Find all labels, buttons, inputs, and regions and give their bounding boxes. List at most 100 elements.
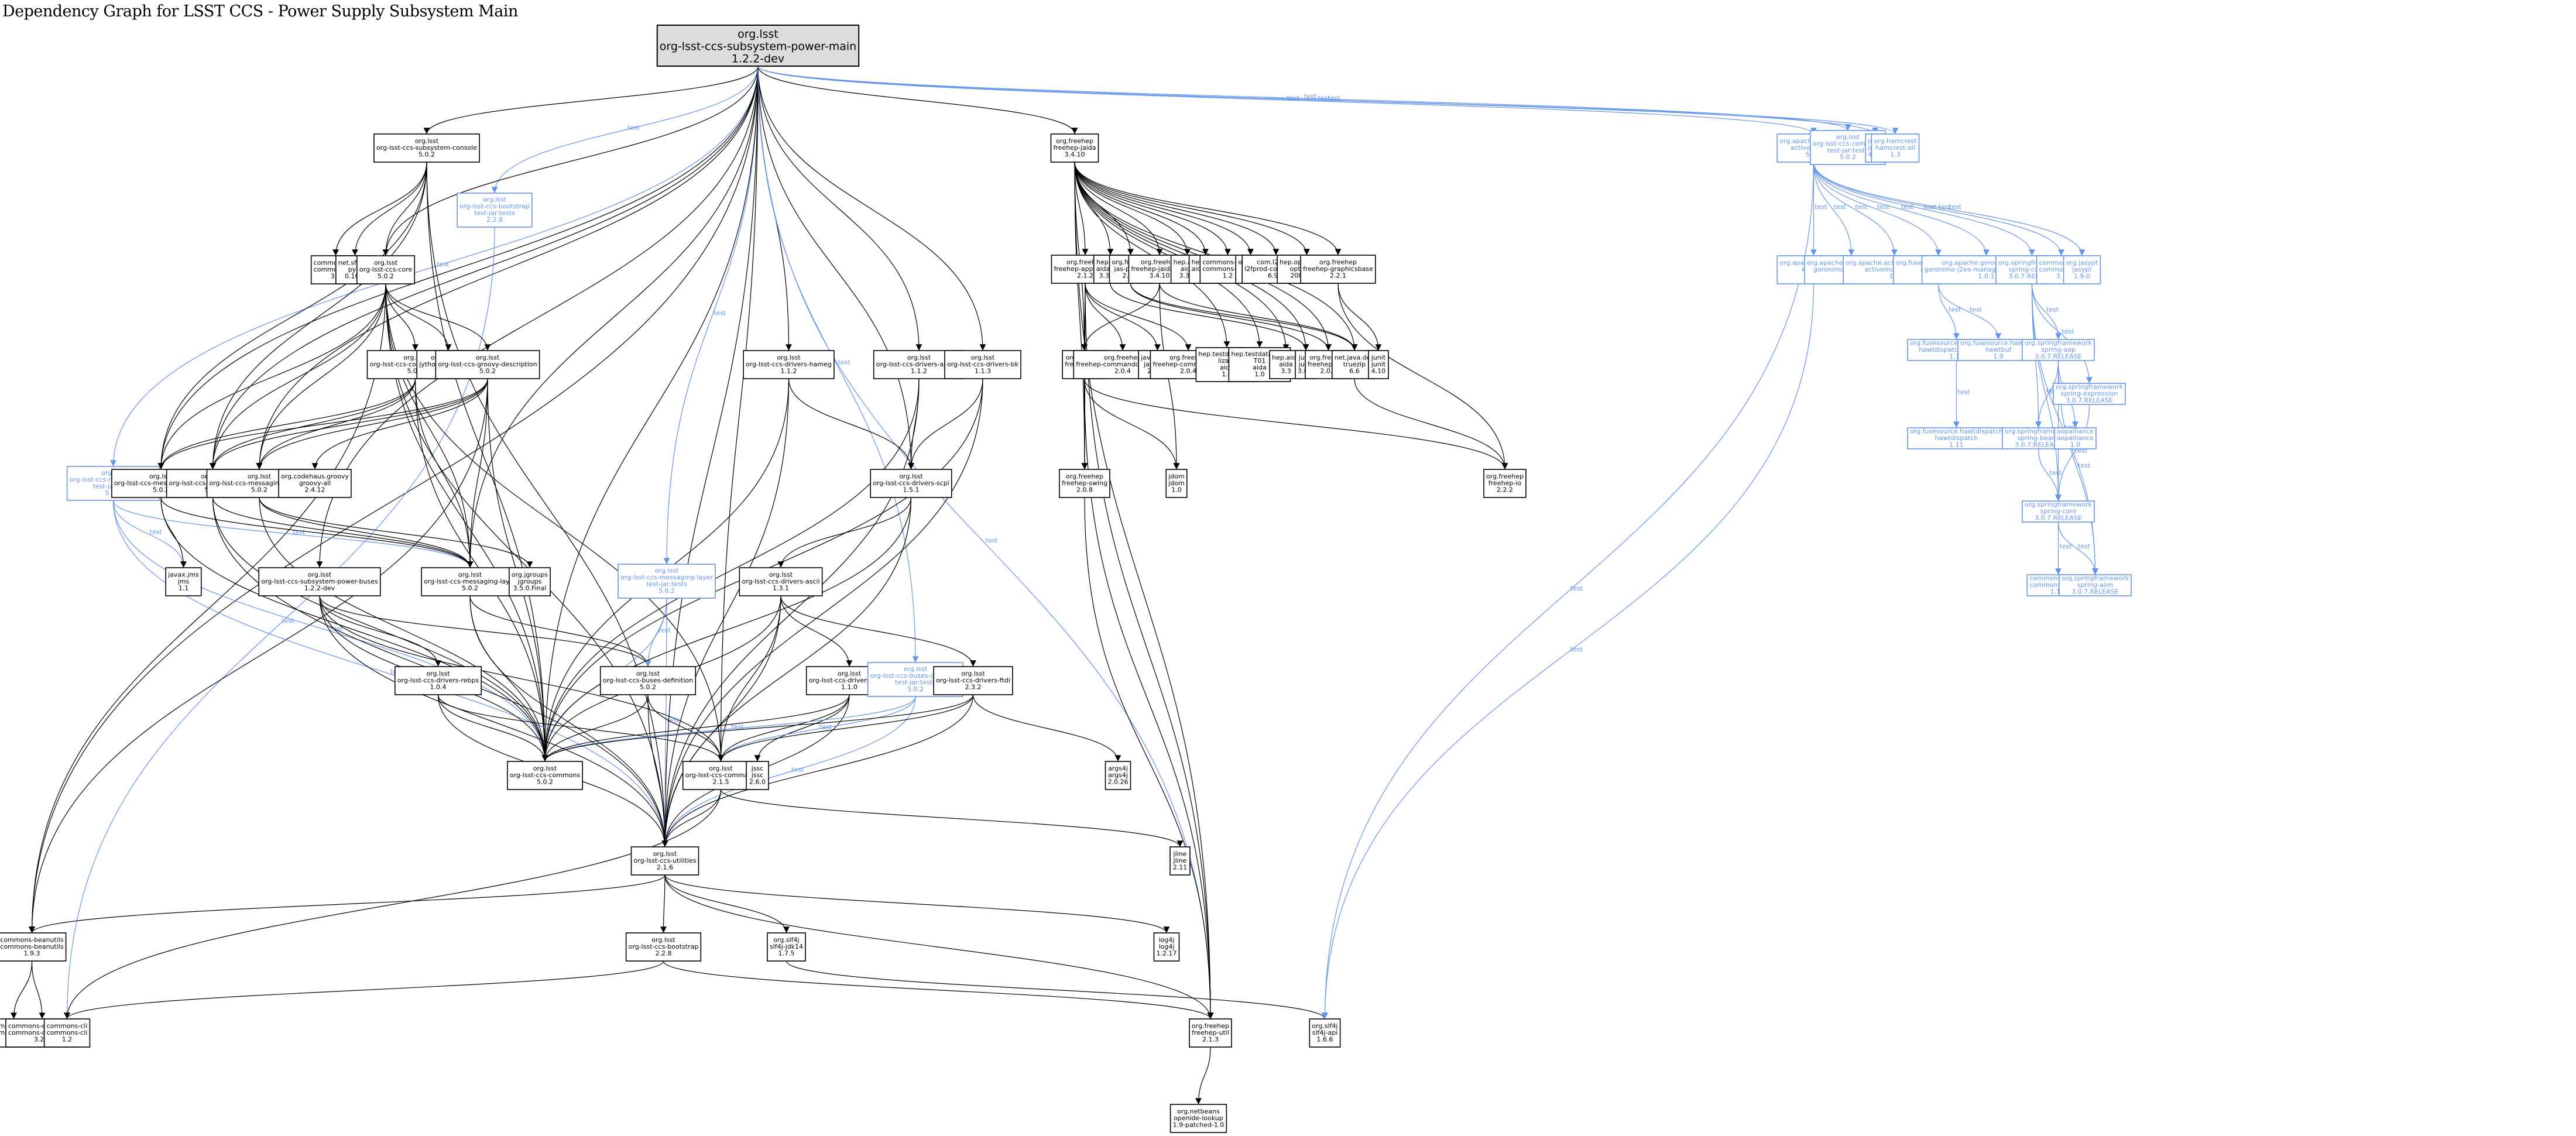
node-bootstrap_t[interactable]: org.lsstorg-lsst-ccs-bootstraptest-jar:t… <box>457 193 533 228</box>
node-label-line: freehep-io <box>1488 479 1521 487</box>
node-label-line: test-jar:tests <box>646 581 687 588</box>
node-hd[interactable]: org.fusesource.hawtdispatchhawtdispatch1… <box>1907 427 2006 449</box>
node-openide[interactable]: org.netbeansopenide-lookup1.9-patched-1.… <box>1169 1104 1227 1133</box>
node-label-line: test-jar:tests <box>1827 147 1868 155</box>
node-msglayer[interactable]: org.lsstorg-lsst-ccs-messaging-layer5.0.… <box>421 567 519 596</box>
edge-scope-label: test <box>1834 203 1847 211</box>
dependency-edge-bk-to-scpi <box>908 378 983 470</box>
node-label-line: org.slf4j <box>773 936 799 943</box>
node-root[interactable]: org.lsstorg-lsst-ccs-subsystem-power-mai… <box>656 25 860 67</box>
dependency-edge-groovydesc-to-msglayer <box>467 378 488 568</box>
dependency-edge-jaida-to-gbase <box>1074 162 1342 256</box>
node-label-line: org.fusesource.hawtdispatch <box>1910 427 2003 435</box>
node-label-line: test-jar:tests <box>895 679 936 687</box>
dependency-edge-agilent-to-utilities <box>661 378 920 847</box>
node-label-line: args4j <box>1108 764 1128 772</box>
dependency-edge-serial-to-jssc <box>754 694 850 762</box>
node-label-line: commons-beanutils <box>0 943 63 950</box>
node-label-line: 1.0 <box>1254 370 1265 378</box>
dependency-edge-core-to-configdef <box>385 283 419 351</box>
dependency-edge-ftdi-to-args4j <box>972 694 1121 762</box>
node-label-line: junit <box>1371 361 1386 368</box>
dependency-edge-serial-to-command <box>718 694 850 762</box>
edge-scope-label: test <box>437 260 450 268</box>
node-groovydesc[interactable]: org.lsstorg-lsst-ccs-groovy-description5… <box>435 350 540 379</box>
node-box <box>933 666 1013 695</box>
node-label-line: 2.0.8 <box>1076 486 1093 493</box>
dependency-edge-rebps-to-commons <box>437 694 548 762</box>
edge-scope-label: test <box>2050 469 2063 477</box>
dependency-edge-root-to-msgmock <box>157 66 759 470</box>
node-box <box>1871 133 1920 163</box>
node-label-line: 1.7.5 <box>778 949 795 957</box>
dependency-edge-core-to-jython <box>385 283 452 351</box>
node-label-line: org.lsst <box>907 354 931 361</box>
node-console[interactable]: org.lsstorg-lsst-ccs-subsystem-console5.… <box>373 133 480 163</box>
dependency-edge-root-to-agilent <box>757 66 922 351</box>
node-label-line: jms <box>177 578 190 585</box>
dependency-edge-ascii-to-ftdi <box>780 595 976 667</box>
dependency-edge-ftdi-to-commons <box>541 694 974 762</box>
node-box <box>0 932 67 962</box>
dependency-edge-console-to-utilities <box>426 162 668 847</box>
node-label-line: org.lsst <box>1836 133 1860 141</box>
node-msglayer_t[interactable]: org.lsstorg-lsst-ccs-messaging-layertest… <box>618 564 716 599</box>
node-powerbuses[interactable]: org.lsstorg-lsst-ccs-subsystem-power-bus… <box>258 567 381 596</box>
node-label-line: spring-asm <box>2077 581 2113 589</box>
node-spcore[interactable]: org.springframeworkspring-core3.0.7.RELE… <box>2022 500 2095 523</box>
node-label-line: 5.0.2 <box>479 367 496 375</box>
node-label-line: freehep-graphicsbase <box>1303 265 1373 273</box>
dependency-edge-gbase-to-fio <box>1337 283 1508 470</box>
node-label-line: 1.3.1 <box>773 584 789 592</box>
node-spasm[interactable]: org.springframeworkspring-asm3.0.7.RELEA… <box>2059 574 2132 596</box>
node-box <box>1300 255 1376 284</box>
dependency-edge-spctx-to-spcore <box>2031 283 2062 502</box>
dependency-edge-ftdi-to-command <box>718 694 974 762</box>
dependency-edge-serial-to-commons <box>541 694 850 762</box>
node-label-line: org-lsst-ccs-bootstrap <box>629 943 699 950</box>
dependency-edge-groovydesc-to-msgjgroups <box>256 378 488 470</box>
node-label-line: hawtbuf <box>1985 346 2012 354</box>
dependency-edge-fxml-to-futil <box>1083 378 1214 1020</box>
dependency-edge-utilities-to-bootstrap <box>660 874 667 933</box>
node-busesdef[interactable]: org.lsstorg-lsst-ccs-buses-definition5.0… <box>599 666 697 695</box>
node-spexpr[interactable]: org.springframeworkspring-expression3.0.… <box>2053 383 2126 405</box>
dependency-edge-scpi-to-utilities <box>661 497 912 847</box>
node-label-line: org.freehep <box>1104 354 1141 361</box>
node-label-line: org.freehep <box>1066 472 1103 480</box>
node-box <box>944 350 1021 379</box>
node-spaop[interactable]: org.springframeworkspring-aop3.0.7.RELEA… <box>2022 339 2095 361</box>
node-box <box>743 350 835 379</box>
